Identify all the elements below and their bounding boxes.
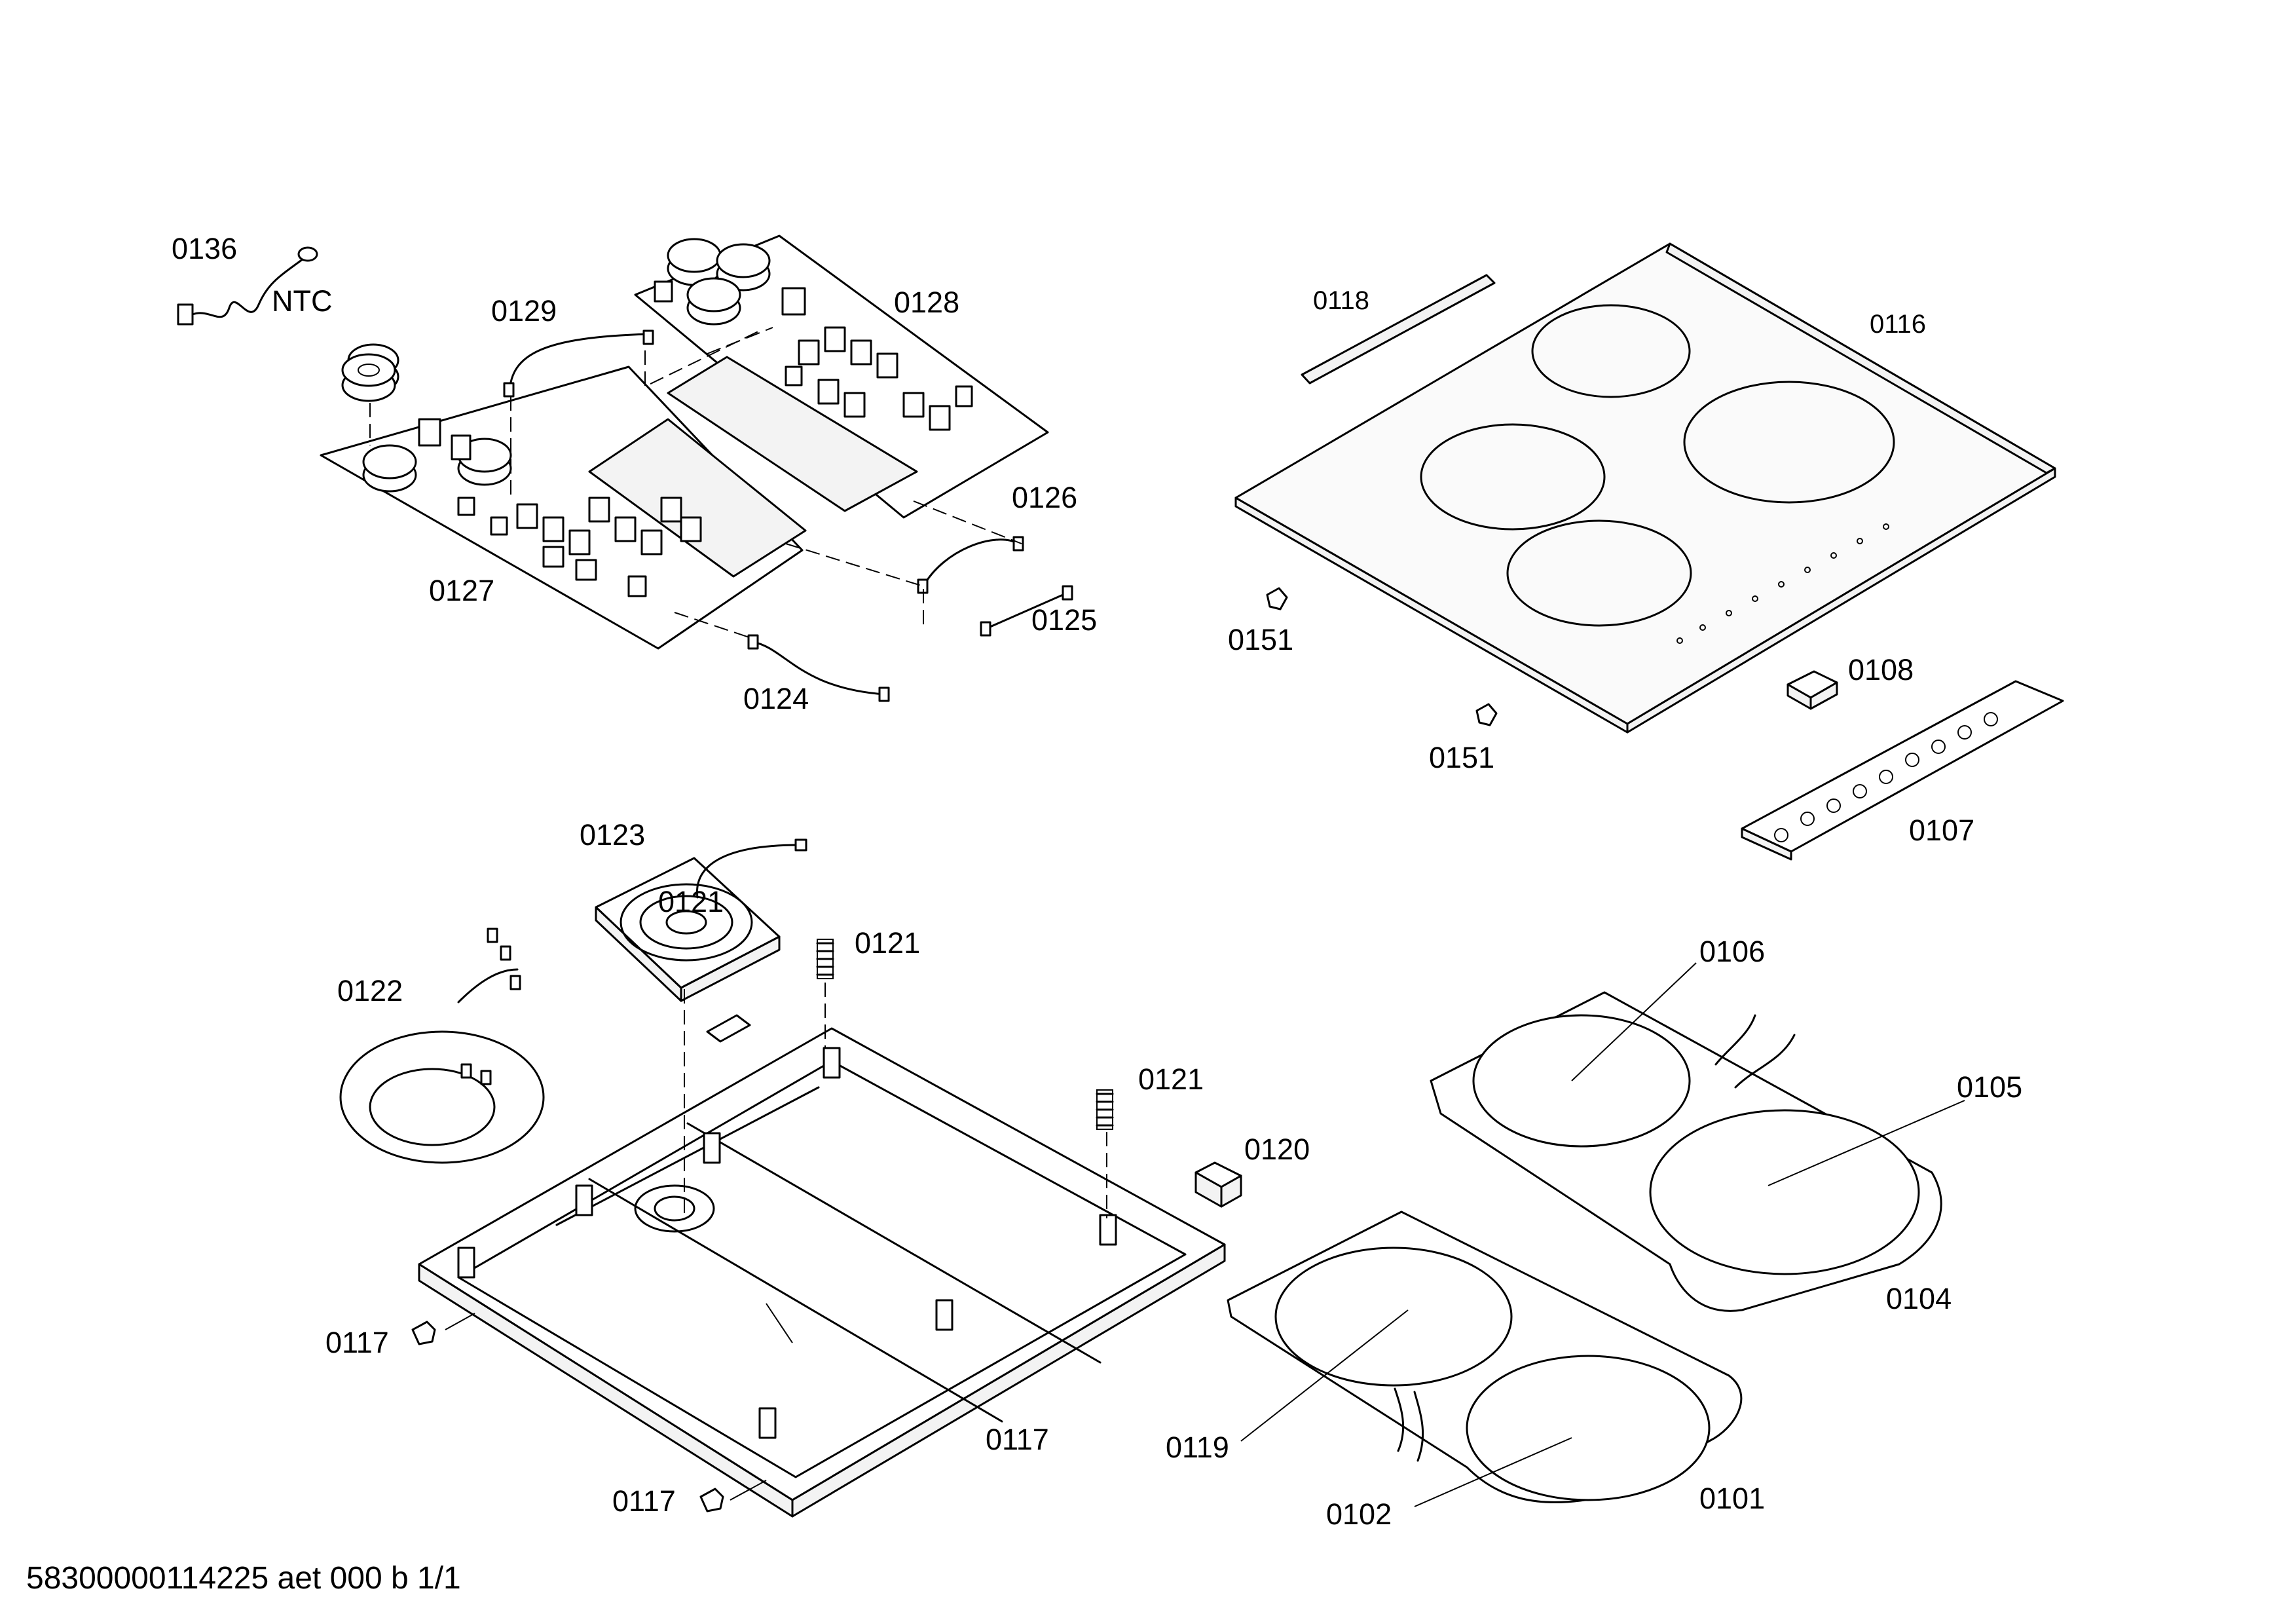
label-0151-a: 0151 bbox=[1228, 623, 1293, 656]
ntc-sensor-drawing bbox=[177, 246, 318, 326]
label-0125: 0125 bbox=[1031, 603, 1097, 637]
touch-control-marks bbox=[1676, 523, 1889, 644]
induction-coil-carrier-lower-drawing bbox=[1227, 1210, 1743, 1503]
label-0122: 0122 bbox=[337, 974, 403, 1007]
label-0106: 0106 bbox=[1699, 935, 1765, 968]
mounting-clip-drawing bbox=[1266, 587, 1498, 726]
label-0101: 0102 bbox=[1326, 1497, 1392, 1531]
label-0116: 0116 bbox=[1870, 310, 1926, 339]
label-0127: 0127 bbox=[429, 574, 494, 607]
label-0126: 0126 bbox=[1012, 481, 1077, 514]
label-0104: 0104 bbox=[1886, 1282, 1952, 1315]
label-0136: 0136 bbox=[172, 232, 237, 265]
terminal-block-drawing bbox=[1194, 1161, 1242, 1208]
assembly-guide-lines-bottom-left bbox=[684, 983, 1107, 1218]
cooling-fan-drawing bbox=[595, 838, 807, 1002]
leader-lines bbox=[445, 962, 1965, 1507]
coil-wires-drawing bbox=[1394, 1014, 1796, 1462]
label-0107: 0107 bbox=[1909, 814, 1974, 847]
bracket-drawing bbox=[706, 1014, 751, 1043]
label-ntc: NTC bbox=[272, 284, 332, 318]
label-0129: 0129 bbox=[491, 294, 557, 328]
toroid-choke-drawing bbox=[341, 353, 396, 402]
label-0103: 0101 bbox=[1699, 1482, 1765, 1515]
label-0119: 0117 bbox=[986, 1423, 1049, 1456]
label-0105: 0105 bbox=[1957, 1070, 2022, 1104]
power-cable-drawing bbox=[339, 928, 545, 1164]
touch-control-board-drawing bbox=[1741, 680, 2064, 861]
label-0121-a: 0121 bbox=[658, 885, 724, 918]
induction-coil-carrier-upper-drawing bbox=[1430, 991, 1942, 1312]
glass-ceramic-hob-top-drawing bbox=[1234, 242, 2056, 734]
housing-clip-drawing bbox=[411, 1321, 724, 1512]
label-0121-b: 0121 bbox=[855, 926, 920, 960]
power-board-0128-drawing bbox=[634, 235, 1049, 519]
label-0128: 0128 bbox=[894, 286, 959, 319]
part-labels: 0136 NTC 0129 0128 0127 0126 0125 0124 0… bbox=[172, 232, 2022, 1531]
label-0118: 0118 bbox=[1313, 286, 1369, 315]
spring-drawing bbox=[816, 939, 1114, 1130]
control-module-drawing bbox=[1787, 670, 1838, 710]
label-0102: 0119 bbox=[1166, 1431, 1229, 1464]
label-0120: 0120 bbox=[1244, 1133, 1310, 1166]
seal-strip-drawing bbox=[1301, 274, 1496, 385]
wire-harnesses-drawing bbox=[503, 329, 1073, 702]
label-0151-b: 0151 bbox=[1429, 741, 1494, 774]
label-0124: 0124 bbox=[743, 682, 809, 715]
housing-posts bbox=[457, 1047, 1117, 1439]
housing-tray-drawing bbox=[418, 1027, 1226, 1518]
label-0121-c: 0121 bbox=[1138, 1062, 1204, 1096]
document-code: 58300000114225 aet 000 b 1/1 bbox=[26, 1561, 461, 1596]
label-0108: 0108 bbox=[1848, 653, 1914, 686]
label-0123: 0123 bbox=[580, 818, 645, 852]
label-0117-a: 0117 bbox=[325, 1326, 389, 1359]
assembly-guide-lines-top-left bbox=[369, 327, 1022, 639]
label-0117-b-visible: 0117 bbox=[612, 1484, 676, 1518]
